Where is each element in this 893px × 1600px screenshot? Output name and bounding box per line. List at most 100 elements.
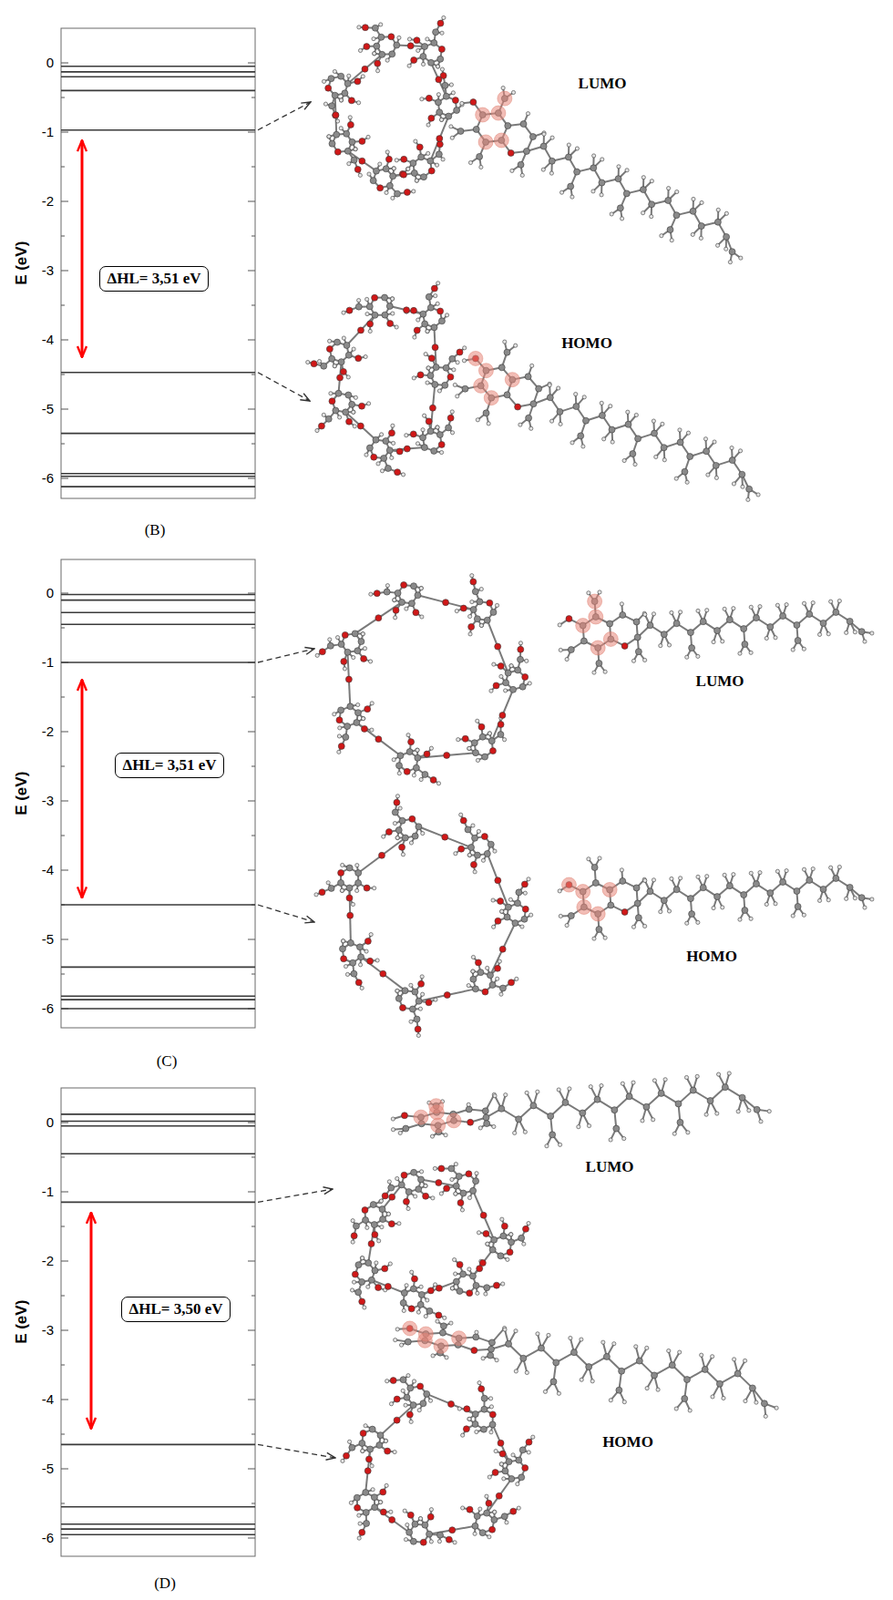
atom bbox=[371, 24, 379, 31]
atom bbox=[547, 383, 552, 388]
energy-level bbox=[61, 1506, 256, 1509]
atom bbox=[738, 449, 742, 453]
atom bbox=[720, 639, 725, 644]
atom bbox=[590, 164, 597, 172]
atom bbox=[358, 963, 362, 967]
atom bbox=[529, 913, 534, 917]
atom bbox=[527, 681, 532, 686]
atom bbox=[360, 631, 365, 636]
atom bbox=[520, 121, 527, 128]
atom bbox=[673, 620, 680, 627]
atom bbox=[427, 428, 434, 435]
atom bbox=[619, 602, 624, 606]
atom bbox=[503, 348, 511, 356]
atom bbox=[510, 686, 517, 693]
atom bbox=[677, 439, 684, 446]
atom bbox=[357, 422, 364, 430]
atom bbox=[592, 936, 596, 941]
atom bbox=[443, 751, 451, 759]
atom bbox=[519, 683, 526, 690]
atom bbox=[720, 905, 725, 910]
orbital-lobe bbox=[575, 884, 591, 900]
atom bbox=[474, 959, 482, 966]
atom bbox=[487, 841, 494, 848]
atom bbox=[525, 414, 533, 421]
atom bbox=[350, 970, 358, 977]
axis-tick bbox=[247, 1122, 256, 1124]
atom bbox=[549, 171, 554, 175]
atom bbox=[347, 912, 354, 919]
atom bbox=[634, 900, 641, 907]
atom bbox=[343, 342, 350, 349]
axis-tick bbox=[251, 236, 256, 237]
atom bbox=[397, 771, 401, 776]
atom bbox=[479, 586, 483, 591]
leader-arrow bbox=[257, 372, 310, 401]
atom bbox=[499, 992, 503, 996]
atom bbox=[406, 733, 411, 738]
bond bbox=[497, 646, 508, 674]
axis-tick bbox=[61, 443, 65, 445]
atom bbox=[746, 497, 750, 502]
atom bbox=[502, 339, 507, 344]
atom bbox=[699, 884, 707, 892]
atom bbox=[460, 605, 467, 612]
atom bbox=[427, 372, 434, 380]
atom bbox=[394, 469, 401, 476]
atom bbox=[639, 186, 647, 194]
atom bbox=[381, 294, 389, 301]
atom bbox=[566, 143, 571, 147]
atom bbox=[549, 419, 554, 423]
atom bbox=[412, 335, 417, 339]
gap-arrow bbox=[81, 140, 84, 358]
axis-tick bbox=[247, 870, 256, 872]
atom bbox=[406, 166, 411, 171]
atom bbox=[687, 453, 694, 461]
atom bbox=[346, 884, 353, 892]
axis-tick bbox=[247, 800, 256, 802]
atom bbox=[502, 679, 510, 687]
atom bbox=[685, 655, 689, 659]
orbital-lobe bbox=[475, 107, 491, 123]
axis-tick bbox=[247, 270, 256, 272]
energy-level bbox=[61, 432, 256, 435]
atom bbox=[635, 648, 642, 656]
atom bbox=[479, 733, 486, 740]
atom bbox=[371, 311, 379, 319]
atom bbox=[801, 913, 806, 917]
atom bbox=[498, 364, 505, 371]
atom bbox=[435, 301, 440, 306]
atom bbox=[339, 368, 347, 375]
axis-tick bbox=[251, 835, 256, 837]
atom bbox=[385, 828, 392, 835]
atom bbox=[467, 852, 472, 857]
atom bbox=[347, 73, 351, 78]
atom bbox=[378, 162, 382, 166]
axis-tick bbox=[61, 1226, 65, 1228]
atom bbox=[687, 629, 694, 637]
leader-arrow bbox=[257, 1189, 333, 1202]
atom bbox=[729, 445, 734, 450]
atom bbox=[530, 363, 534, 368]
atom bbox=[450, 431, 454, 435]
axis-tick bbox=[61, 1295, 65, 1297]
atom bbox=[436, 92, 441, 97]
atom bbox=[406, 749, 413, 756]
atom bbox=[558, 421, 563, 426]
atom bbox=[622, 458, 627, 462]
atom bbox=[529, 133, 536, 141]
atom bbox=[434, 99, 442, 106]
atom bbox=[523, 147, 530, 154]
atom bbox=[359, 157, 366, 165]
atom bbox=[619, 216, 624, 221]
atom bbox=[407, 37, 411, 42]
atom bbox=[327, 642, 334, 649]
atom bbox=[696, 874, 700, 879]
atom-group bbox=[306, 281, 467, 477]
axis-tick bbox=[61, 1365, 65, 1366]
atom bbox=[574, 168, 581, 175]
bond bbox=[358, 855, 382, 873]
atom bbox=[471, 969, 475, 974]
atom bbox=[489, 688, 493, 693]
atom bbox=[483, 850, 491, 857]
